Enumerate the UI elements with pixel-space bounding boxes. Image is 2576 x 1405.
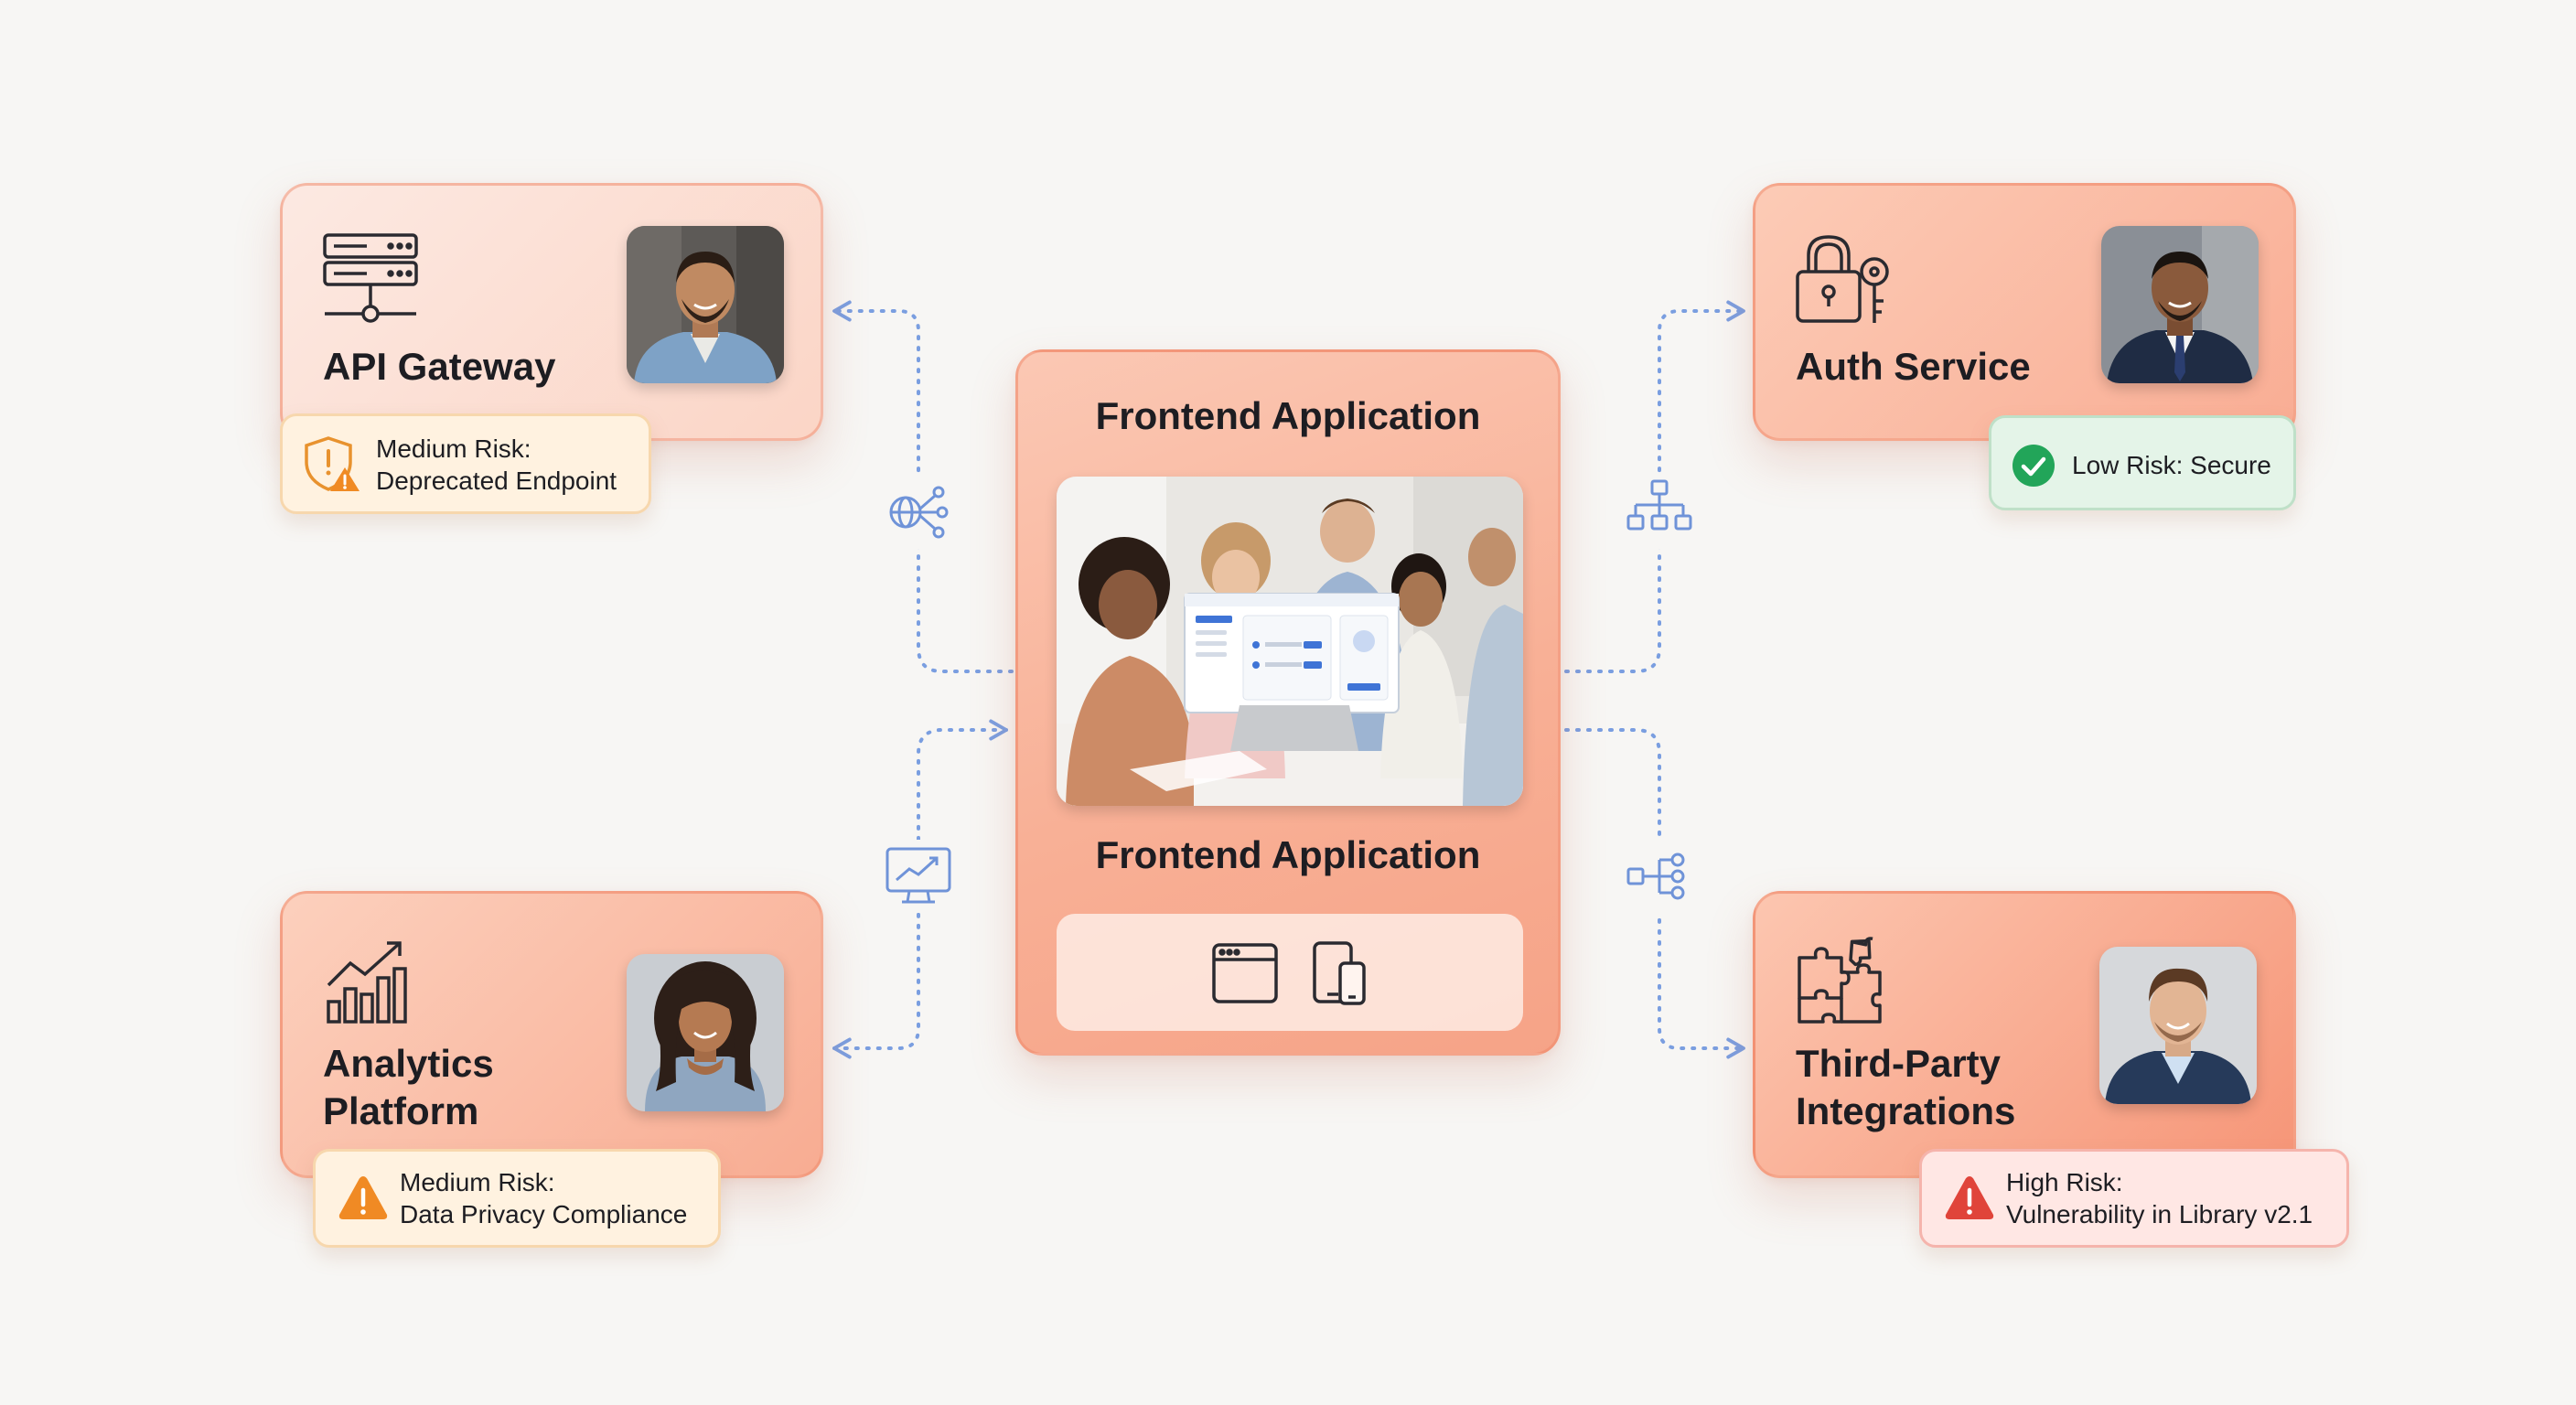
frontend-title: Frontend Application (1095, 394, 1481, 437)
lock-key-icon (1794, 231, 1894, 332)
avatar (627, 954, 784, 1111)
monitor-chart-icon (882, 840, 955, 913)
avatar (2101, 226, 2259, 383)
risk-level-label: Medium Risk: (376, 434, 531, 463)
warning-triangle-icon (338, 1174, 389, 1221)
auth-service-risk-badge: Low Risk: Secure (1989, 415, 2296, 510)
frontend-subtitle: Frontend Application (1095, 833, 1481, 876)
globe-network-icon (882, 476, 955, 549)
api-gateway-card[interactable]: API Gateway (280, 183, 823, 441)
auth-service-title: Auth Service (1796, 345, 2031, 388)
puzzle-icon (1794, 936, 1885, 1027)
frontend-application-card[interactable]: Frontend Application (1015, 349, 1561, 1056)
check-circle-icon (2012, 444, 2055, 488)
third-party-integrations-card[interactable]: Third-Party Integrations (1753, 891, 2296, 1178)
risk-level-label: Low Risk: Secure (2072, 451, 2271, 479)
platform-panel (1057, 914, 1523, 1031)
warning-triangle-icon (1944, 1174, 1995, 1221)
server-rack-icon (321, 231, 422, 332)
third-party-risk-text: High Risk: Vulnerability in Library v2.1 (2006, 1166, 2313, 1230)
risk-level-label: Medium Risk: (400, 1168, 555, 1196)
growth-chart-icon (323, 938, 411, 1025)
risk-level-label: High Risk: (2006, 1168, 2123, 1196)
hierarchy-icon (1623, 476, 1696, 549)
api-gateway-risk-badge: Medium Risk: Deprecated Endpoint (280, 413, 651, 514)
risk-detail-label: Vulnerability in Library v2.1 (2006, 1200, 2313, 1228)
analytics-platform-card[interactable]: Analytics Platform (280, 891, 823, 1178)
third-party-title: Third-Party Integrations (1796, 1042, 2016, 1132)
team-collaboration-photo (1057, 477, 1523, 806)
auth-service-risk-text: Low Risk: Secure (2072, 449, 2271, 481)
mobile-tablet-icon (1311, 939, 1369, 1007)
browser-window-icon (1210, 941, 1280, 1005)
shield-warning-icon (303, 434, 363, 495)
avatar (2099, 947, 2257, 1104)
auth-service-card[interactable]: Auth Service (1753, 183, 2296, 441)
third-party-risk-badge: High Risk: Vulnerability in Library v2.1 (1919, 1149, 2349, 1248)
risk-detail-label: Deprecated Endpoint (376, 467, 617, 495)
analytics-title: Analytics Platform (323, 1042, 494, 1132)
risk-detail-label: Data Privacy Compliance (400, 1200, 688, 1228)
analytics-risk-text: Medium Risk: Data Privacy Compliance (400, 1166, 687, 1230)
flow-branch-icon (1623, 840, 1696, 913)
analytics-risk-badge: Medium Risk: Data Privacy Compliance (313, 1149, 721, 1248)
api-gateway-title: API Gateway (323, 345, 556, 388)
api-gateway-risk-text: Medium Risk: Deprecated Endpoint (376, 433, 617, 497)
avatar (627, 226, 784, 383)
